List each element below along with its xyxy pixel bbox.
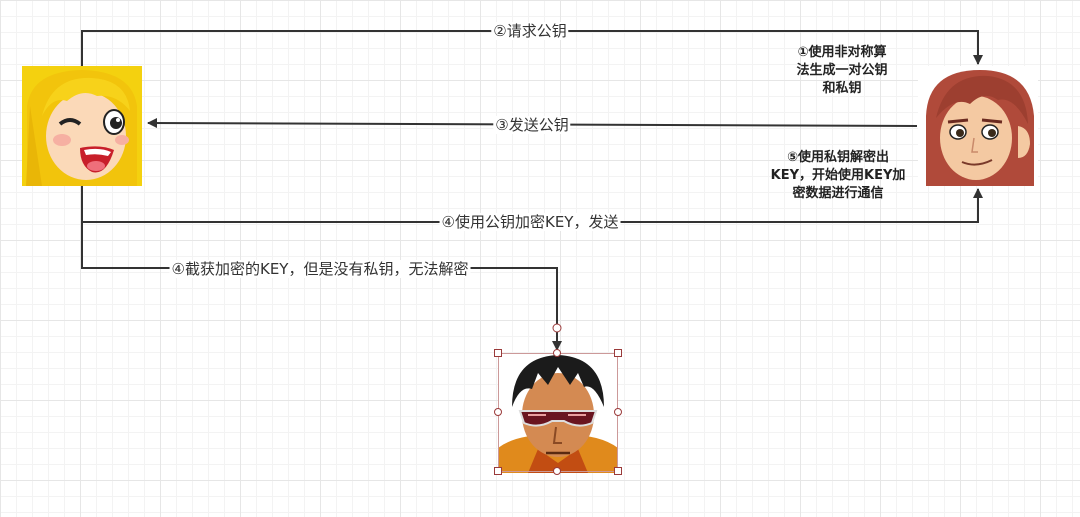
note-generate-line-3: 和私钥	[822, 81, 862, 96]
resize-handle-w[interactable]	[494, 408, 502, 416]
client-avatar[interactable]	[22, 66, 142, 186]
note-decrypt-line-1: ⑤使用私钥解密出	[786, 150, 889, 165]
resize-handle-ne[interactable]	[614, 349, 622, 357]
edge-endpoint-handle[interactable]	[552, 323, 562, 333]
edge-label-encrypt-send: ④使用公钥加密KEY，发送	[439, 213, 621, 231]
note-generate-line-2: 法生成一对公钥	[796, 63, 888, 78]
winking-girl-icon	[22, 66, 142, 186]
note-generate-line-1: ①使用非对称算	[797, 45, 887, 60]
edge-label-request-key: ②请求公钥	[491, 22, 569, 40]
red-hair-boy-icon	[918, 66, 1038, 186]
resize-handle-e[interactable]	[614, 408, 622, 416]
attacker-avatar[interactable]	[498, 353, 618, 473]
resize-handle-s[interactable]	[553, 467, 561, 475]
edge-label-intercept: ④截获加密的KEY，但是没有私钥，无法解密	[169, 260, 471, 278]
sunglasses-man-icon	[498, 353, 618, 473]
note-generate-keys: ①使用非对称算 法生成一对公钥 和私钥	[780, 44, 904, 98]
resize-handle-nw[interactable]	[494, 349, 502, 357]
note-decrypt-line-3: 密数据进行通信	[792, 186, 884, 201]
server-avatar[interactable]	[918, 66, 1038, 186]
resize-handle-se[interactable]	[614, 467, 622, 475]
resize-handle-sw[interactable]	[494, 467, 502, 475]
resize-handle-n[interactable]	[553, 349, 561, 357]
edge-label-send-key: ③发送公钥	[493, 116, 571, 134]
note-decrypt-line-2: KEY，开始使用KEY加	[770, 168, 906, 183]
edge-intercept[interactable]	[81, 222, 562, 351]
note-decrypt-key: ⑤使用私钥解密出 KEY，开始使用KEY加 密数据进行通信	[758, 149, 918, 203]
